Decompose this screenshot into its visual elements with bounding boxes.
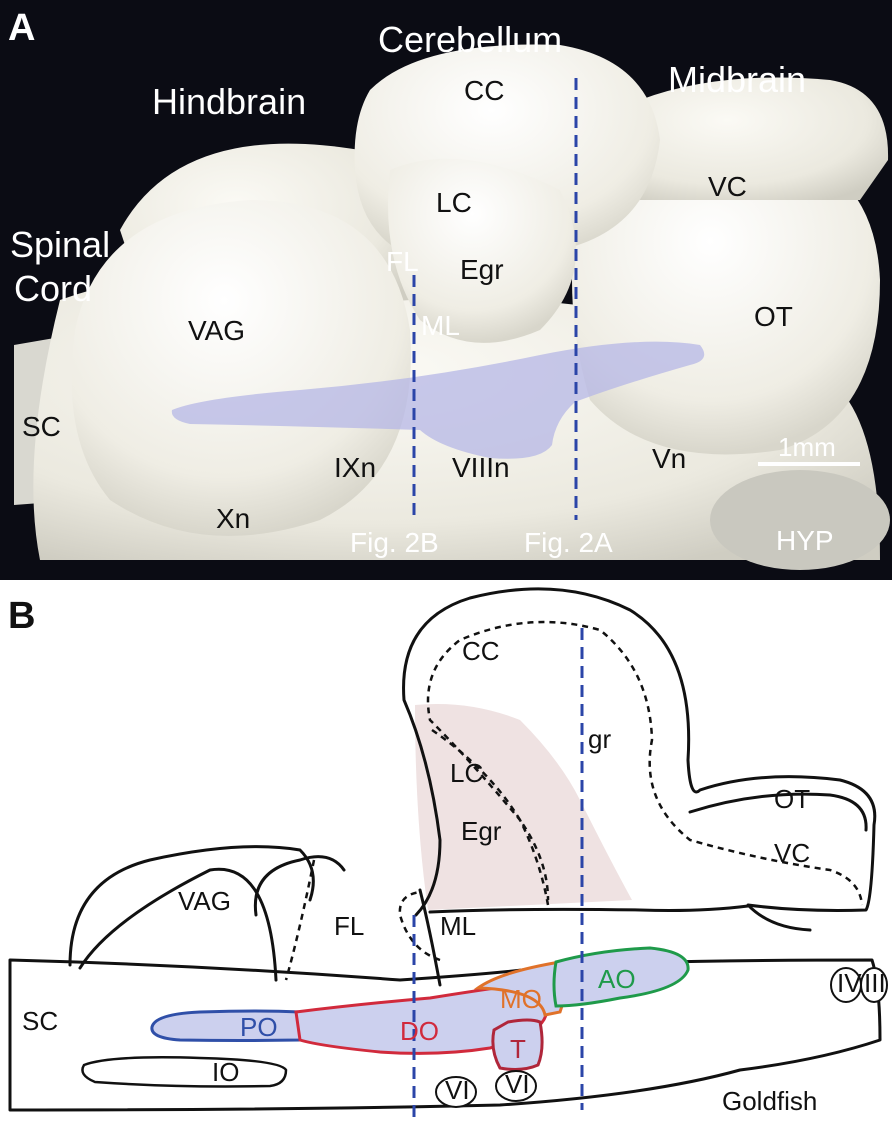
label-fig-2a: Fig. 2A	[524, 527, 613, 558]
nucleus-po	[150, 1009, 302, 1042]
vagal-lobe-outline	[68, 845, 315, 967]
vagal-lobe-front	[78, 867, 278, 982]
panel-a-letter: A	[8, 7, 35, 49]
label-b-gr: gr	[588, 724, 611, 754]
label-fig-2b: Fig. 2B	[350, 527, 439, 558]
tectum-fold	[688, 792, 868, 832]
lobe-dashed	[431, 728, 550, 901]
circle-vi-1	[435, 1076, 477, 1108]
label-hindbrain: Hindbrain	[152, 81, 306, 122]
label-a-vn: Vn	[652, 443, 686, 474]
octavolateral-overlay	[171, 341, 705, 459]
hypothalamus-region	[710, 470, 890, 570]
label-a-xn: Xn	[216, 503, 250, 534]
label-a-sc: SC	[22, 411, 61, 442]
midbrain-top	[620, 77, 889, 200]
label-b-iv: IV	[837, 968, 862, 998]
label-a-ot: OT	[754, 301, 793, 332]
label-cerebellum: Cerebellum	[378, 19, 562, 60]
label-b-fl: FL	[334, 911, 364, 941]
ml-dashed	[398, 890, 441, 962]
cerebellum-lobe	[388, 158, 576, 343]
circle-vi-2	[495, 1070, 537, 1102]
ml-outline	[418, 888, 442, 987]
panel-b-letter: B	[8, 595, 35, 637]
nucleus-t	[491, 1018, 544, 1071]
label-a-lc: LC	[436, 187, 472, 218]
label-nucleus-do: DO	[400, 1016, 439, 1046]
label-b-sc: SC	[22, 1006, 58, 1036]
label-spinal: Spinal	[10, 224, 110, 265]
nucleus-ao	[552, 946, 690, 1008]
label-b-vc: VC	[774, 838, 810, 868]
cerebellum-outline	[402, 587, 877, 932]
label-b-ml: ML	[440, 911, 476, 941]
label-a-vc: VC	[708, 171, 747, 202]
label-a-fl: FL	[386, 246, 419, 277]
io-outline	[81, 1056, 288, 1088]
label-midbrain: Midbrain	[668, 59, 806, 100]
label-a-ixn: IXn	[334, 452, 376, 483]
fl-outline	[253, 855, 346, 917]
label-a-hyp: HYP	[776, 525, 834, 556]
label-b-vi-2: VI	[505, 1069, 530, 1099]
label-b-io: IO	[212, 1057, 239, 1087]
label-nucleus-ao: AO	[598, 964, 636, 994]
vagal-lobe	[71, 200, 411, 536]
midbrain-tectum	[572, 150, 880, 455]
panel-b: B CC gr	[8, 587, 888, 1120]
label-cord: Cord	[14, 268, 92, 309]
brain-photo	[14, 44, 890, 570]
label-nucleus-po: PO	[240, 1012, 278, 1042]
dorsal-outline	[428, 904, 750, 914]
panel-a: A Cerebellum Midbrain Hindbrain Spinal C…	[0, 0, 892, 580]
label-a-vag: VAG	[188, 315, 245, 346]
scale-bar-label: 1mm	[778, 432, 836, 462]
label-b-egr: Egr	[461, 816, 502, 846]
label-b-ot: OT	[774, 784, 810, 814]
fl-dashed	[284, 859, 316, 981]
label-a-viiin: VIIIn	[452, 452, 510, 483]
circle-iii	[860, 967, 888, 1003]
label-b-lc: LC	[450, 758, 483, 788]
label-b-cc: CC	[462, 636, 500, 666]
label-species: Goldfish	[722, 1086, 817, 1116]
label-b-vag: VAG	[178, 886, 231, 916]
label-a-ml: ML	[421, 310, 460, 341]
label-b-iii: III	[864, 968, 886, 998]
label-a-egr: Egr	[460, 254, 504, 285]
label-nucleus-t: T	[510, 1034, 526, 1064]
label-nucleus-mo: MO	[500, 984, 542, 1014]
label-a-cc: CC	[464, 75, 504, 106]
label-b-vi-1: VI	[445, 1075, 470, 1105]
cerebellar-shading	[415, 704, 632, 910]
